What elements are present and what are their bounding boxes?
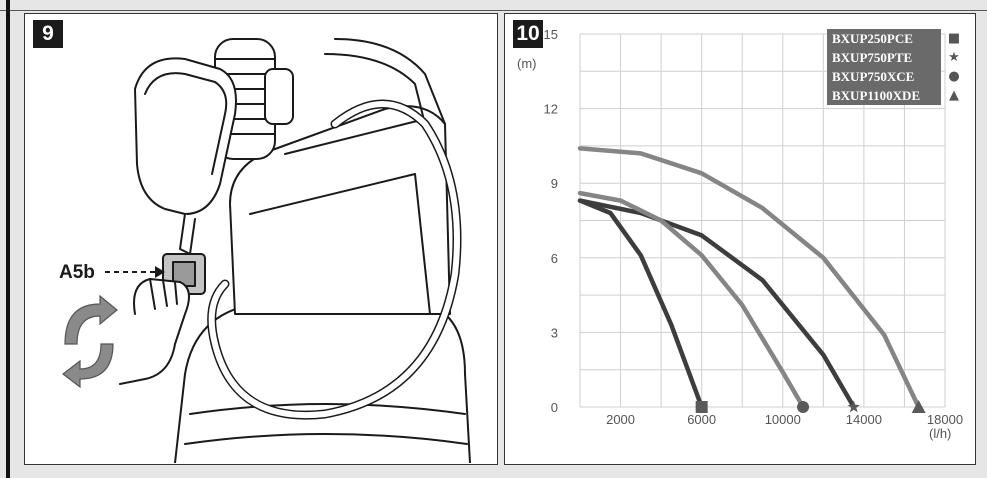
y-tick-label: 3	[551, 325, 558, 340]
y-tick-label: 15	[544, 27, 558, 42]
legend-item: BXUP1100XDE ▲	[827, 86, 967, 105]
x-tick-label: 6000	[687, 412, 716, 427]
legend-item: BXUP250PCE ■	[827, 29, 967, 48]
series-line-BXUP750PTE	[577, 198, 857, 410]
legend-item: BXUP750PTE ★	[827, 48, 967, 67]
x-axis-label: (l/h)	[929, 426, 951, 441]
y-axis-label: (m)	[517, 56, 537, 71]
rotate-icon	[62, 294, 118, 389]
top-border	[0, 0, 987, 11]
y-tick-label: 6	[551, 251, 558, 266]
series-line-BXUP1100XDE	[577, 146, 921, 410]
x-tick-label: 14000	[846, 412, 882, 427]
triangle-marker-icon: ▲	[949, 88, 959, 103]
series-end-marker-BXUP750PTE	[847, 400, 860, 413]
chart-legend: BXUP250PCE ■ BXUP750PTE ★ BXUP750XCE ● BXUP110…	[827, 29, 967, 105]
star-marker-icon: ★	[948, 50, 960, 65]
series-line-BXUP750XCE	[577, 190, 806, 410]
x-tick-label: 2000	[606, 412, 635, 427]
callout-a5b: A5b	[59, 262, 95, 283]
page-left-rule	[6, 0, 10, 478]
square-marker-icon: ■	[947, 31, 961, 46]
legend-label: BXUP750PTE	[827, 48, 941, 67]
series-end-marker-BXUP250PCE	[695, 401, 708, 413]
y-tick-label: 0	[551, 400, 558, 415]
x-tick-label: 10000	[765, 412, 801, 427]
series-line-BXUP250PCE	[577, 198, 704, 410]
pump-illustration: A5b	[59, 38, 471, 463]
legend-item: BXUP750XCE ●	[827, 67, 967, 86]
series-end-marker-BXUP1100XDE	[911, 400, 926, 413]
circle-marker-icon: ●	[948, 69, 960, 84]
callout-arrowhead	[155, 266, 165, 278]
legend-label: BXUP250PCE	[827, 29, 941, 48]
figure-9-number: 9	[33, 20, 63, 48]
figure-9-panel: 9	[24, 13, 498, 465]
x-tick-label: 18000	[927, 412, 963, 427]
y-tick-label: 9	[551, 176, 558, 191]
legend-label: BXUP750XCE	[827, 67, 941, 86]
legend-label: BXUP1100XDE	[827, 86, 941, 105]
series-end-marker-BXUP750XCE	[797, 401, 810, 413]
figure-10-number: 10	[513, 20, 543, 48]
y-tick-label: 12	[544, 102, 558, 117]
